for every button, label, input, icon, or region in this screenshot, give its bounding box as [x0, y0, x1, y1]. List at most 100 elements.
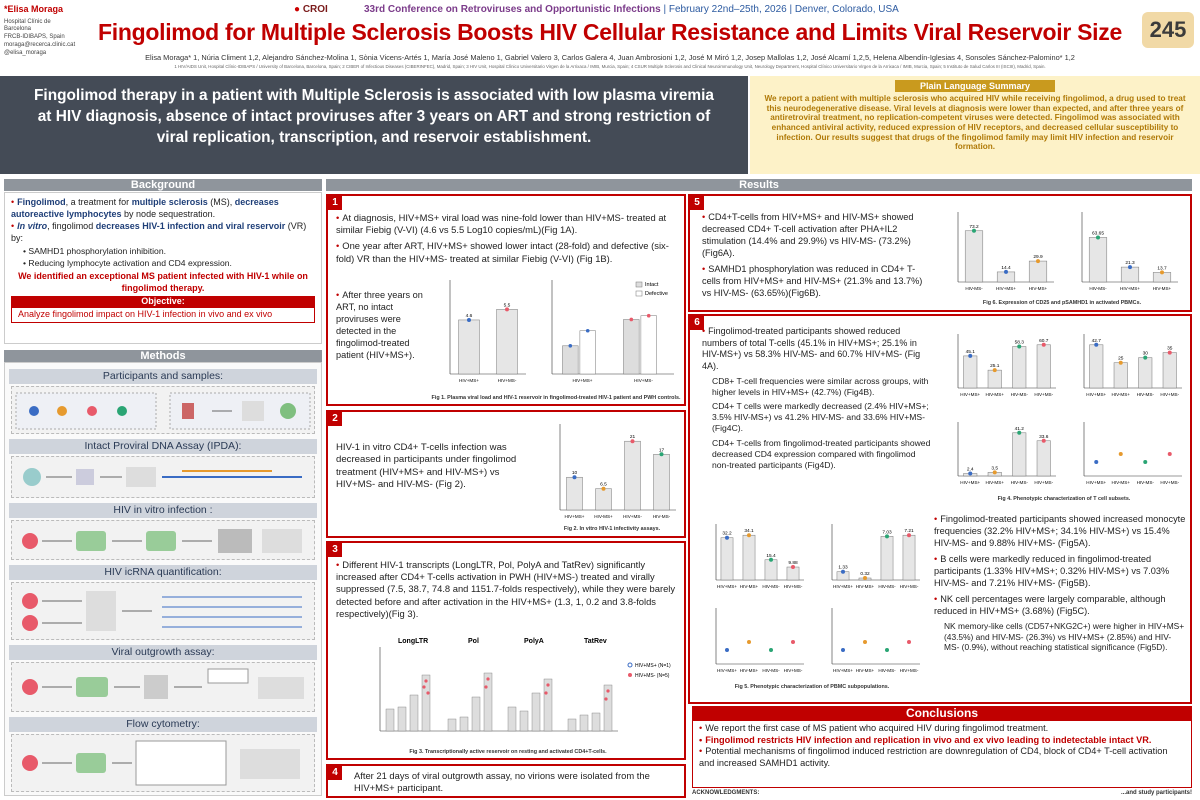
panel1-text: At diagnosis, HIV+MS+ viral load was nin…	[336, 212, 676, 265]
background-point-2: In vitro, fingolimod decreases HIV-1 inf…	[11, 221, 315, 244]
chart-point	[992, 368, 997, 373]
fig3-legend-2: HIV+MS- (N=5)	[635, 673, 670, 679]
chart-point	[885, 648, 889, 652]
chart-point	[659, 452, 664, 457]
fig3-bars	[385, 672, 613, 732]
panel1-point-2: One year after ART, HIV+MS+ showed lower…	[336, 240, 676, 264]
presenter-affil-2: FRCB-IDIBAPS, Spain	[4, 34, 65, 41]
presenter-box: *Elisa Moraga Hospital Clínic de Barcelo…	[4, 4, 76, 64]
panel1-point-1: At diagnosis, HIV+MS+ viral load was nin…	[336, 212, 676, 236]
tick-label: HIV+MS+	[717, 668, 737, 673]
tick-label: HIV-MS+	[1111, 480, 1130, 485]
panel6-text-top: Fingolimod-treated participants showed r…	[702, 326, 932, 471]
chart-bar	[496, 309, 518, 375]
ipda-diagram	[11, 456, 315, 498]
tick-label: HIV+MS+	[1120, 286, 1140, 291]
chart-point	[791, 640, 795, 644]
conclusion-3: Potential mechanisms of fingolimod induc…	[699, 746, 1185, 769]
data-label: 7.21	[904, 528, 914, 534]
tick-label: HIV+MS+	[565, 514, 585, 519]
fig6-caption: Fig 6. Expression of CD25 and pSAMHD1 in…	[982, 300, 1142, 306]
tick-label: HIV-MS-	[1089, 286, 1107, 291]
chart-bar	[1028, 260, 1048, 283]
tick-label: HIV+MS-	[900, 584, 919, 589]
chart-point	[885, 534, 889, 539]
chart-bar	[1036, 440, 1051, 477]
chart-point	[1160, 270, 1164, 275]
data-label: 25.1	[990, 363, 1000, 369]
data-label: 32.2	[722, 531, 732, 537]
tick-label: HIV-MS-	[762, 584, 780, 589]
chart-point	[1017, 430, 1022, 435]
data-label: 15.4	[766, 553, 776, 559]
chart-bar	[566, 476, 583, 511]
data-label: 10	[572, 470, 578, 476]
chart-point	[1041, 438, 1046, 443]
chart-bar	[595, 488, 612, 511]
chart-point	[747, 533, 751, 538]
chart-bar	[1089, 344, 1104, 389]
chart-bar	[1162, 352, 1177, 389]
author-list: Elisa Moraga* 1, Núria Climent 1,2, Alej…	[145, 53, 1075, 62]
background-point-1: Fingolimod, a treatment for multiple scl…	[11, 197, 315, 220]
fig3-legend-1: HIV+MS+ (N=1)	[635, 663, 671, 669]
presenter-email[interactable]: moraga@recerca.clinic.cat	[4, 42, 76, 49]
conference-line: 33rd Conference on Retroviruses and Oppo…	[364, 4, 899, 15]
data-label: 4.6	[466, 313, 473, 319]
fig3-group-label: PolyA	[524, 638, 544, 645]
result-panel-6: 6 Fingolimod-treated participants showed…	[688, 314, 1192, 704]
data-label: 63.65	[1092, 230, 1104, 236]
chart-bar	[1012, 346, 1027, 389]
chart-point	[1041, 342, 1046, 347]
chart-bar	[623, 319, 640, 375]
chart-bar	[640, 315, 657, 375]
methods-header: Methods	[4, 350, 322, 362]
tick-label: HIV+MS+	[1086, 480, 1106, 485]
presenter-name: *Elisa Moraga	[4, 4, 64, 14]
panel3-text: Different HIV-1 transcripts (LongLTR, Po…	[336, 559, 676, 620]
tick-label: HIV-MS+	[1153, 286, 1172, 291]
tick-label: HIV+MS-	[1034, 392, 1053, 397]
conclusions-section: We report the first case of MS patient w…	[692, 720, 1192, 788]
legend-swatch	[635, 290, 643, 297]
tick-label: HIV+MS-	[1160, 480, 1179, 485]
tick-label: HIV-MS-	[878, 584, 896, 589]
fig3-caption: Fig 3. Transcriptionally active reservoi…	[409, 749, 607, 755]
result-panel-2: 2 HIV-1 in vitro CD4+ T-cells infection …	[326, 410, 686, 538]
tick-label: HIV+MS+	[717, 584, 737, 589]
presenter-handle[interactable]: @elisa_moraga	[4, 49, 47, 56]
panel2-text: HIV-1 in vitro CD4+ T-cells infection wa…	[336, 442, 517, 491]
fig3-group-label: TatRev	[584, 638, 607, 645]
background-subpoint-1: • SAMHD1 phosphorylation inhibition.	[23, 245, 166, 256]
background-section: Fingolimod, a treatment for multiple scl…	[4, 192, 322, 344]
fig3-group-label: LongLTR	[398, 638, 428, 645]
data-label: 13.7	[1157, 265, 1167, 271]
panel4-text: After 21 days of viral outgrowth assay, …	[354, 770, 650, 794]
method-flow: Flow cytometry:	[9, 717, 317, 732]
tick-label: HIV-MS-	[653, 514, 671, 519]
chart-point	[972, 228, 976, 233]
affiliation-list: 1 HIV/AIDS Unit, Hospital Clínic-IDIBAPS…	[174, 64, 1046, 69]
tick-label: HIV+MS+	[459, 378, 479, 383]
tick-label: HIV+MS-	[498, 378, 517, 383]
chart-bar	[1120, 266, 1140, 283]
acknowledgments: ACKNOWLEDGMENTS: ...and study participan…	[692, 790, 1192, 796]
chart-point	[1118, 360, 1123, 365]
chart-point	[725, 535, 729, 540]
tick-label: HIV+MS+	[833, 584, 853, 589]
fig5d-chart: HIV+MS+HIV-MS+HIV-MS-HIV+MS-	[814, 598, 926, 680]
conclusion-2: Fingolimod restricts HIV infection and r…	[699, 735, 1185, 747]
panel1-point-3: After three years on ART, no intact prov…	[336, 290, 428, 362]
results-header: Results	[326, 179, 1192, 191]
chart-bar	[880, 536, 894, 581]
fig5-caption: Fig 5. Phenotypic characterization of PB…	[734, 684, 890, 690]
poster-number-badge: 245	[1142, 12, 1194, 48]
chart-bar	[624, 440, 641, 511]
